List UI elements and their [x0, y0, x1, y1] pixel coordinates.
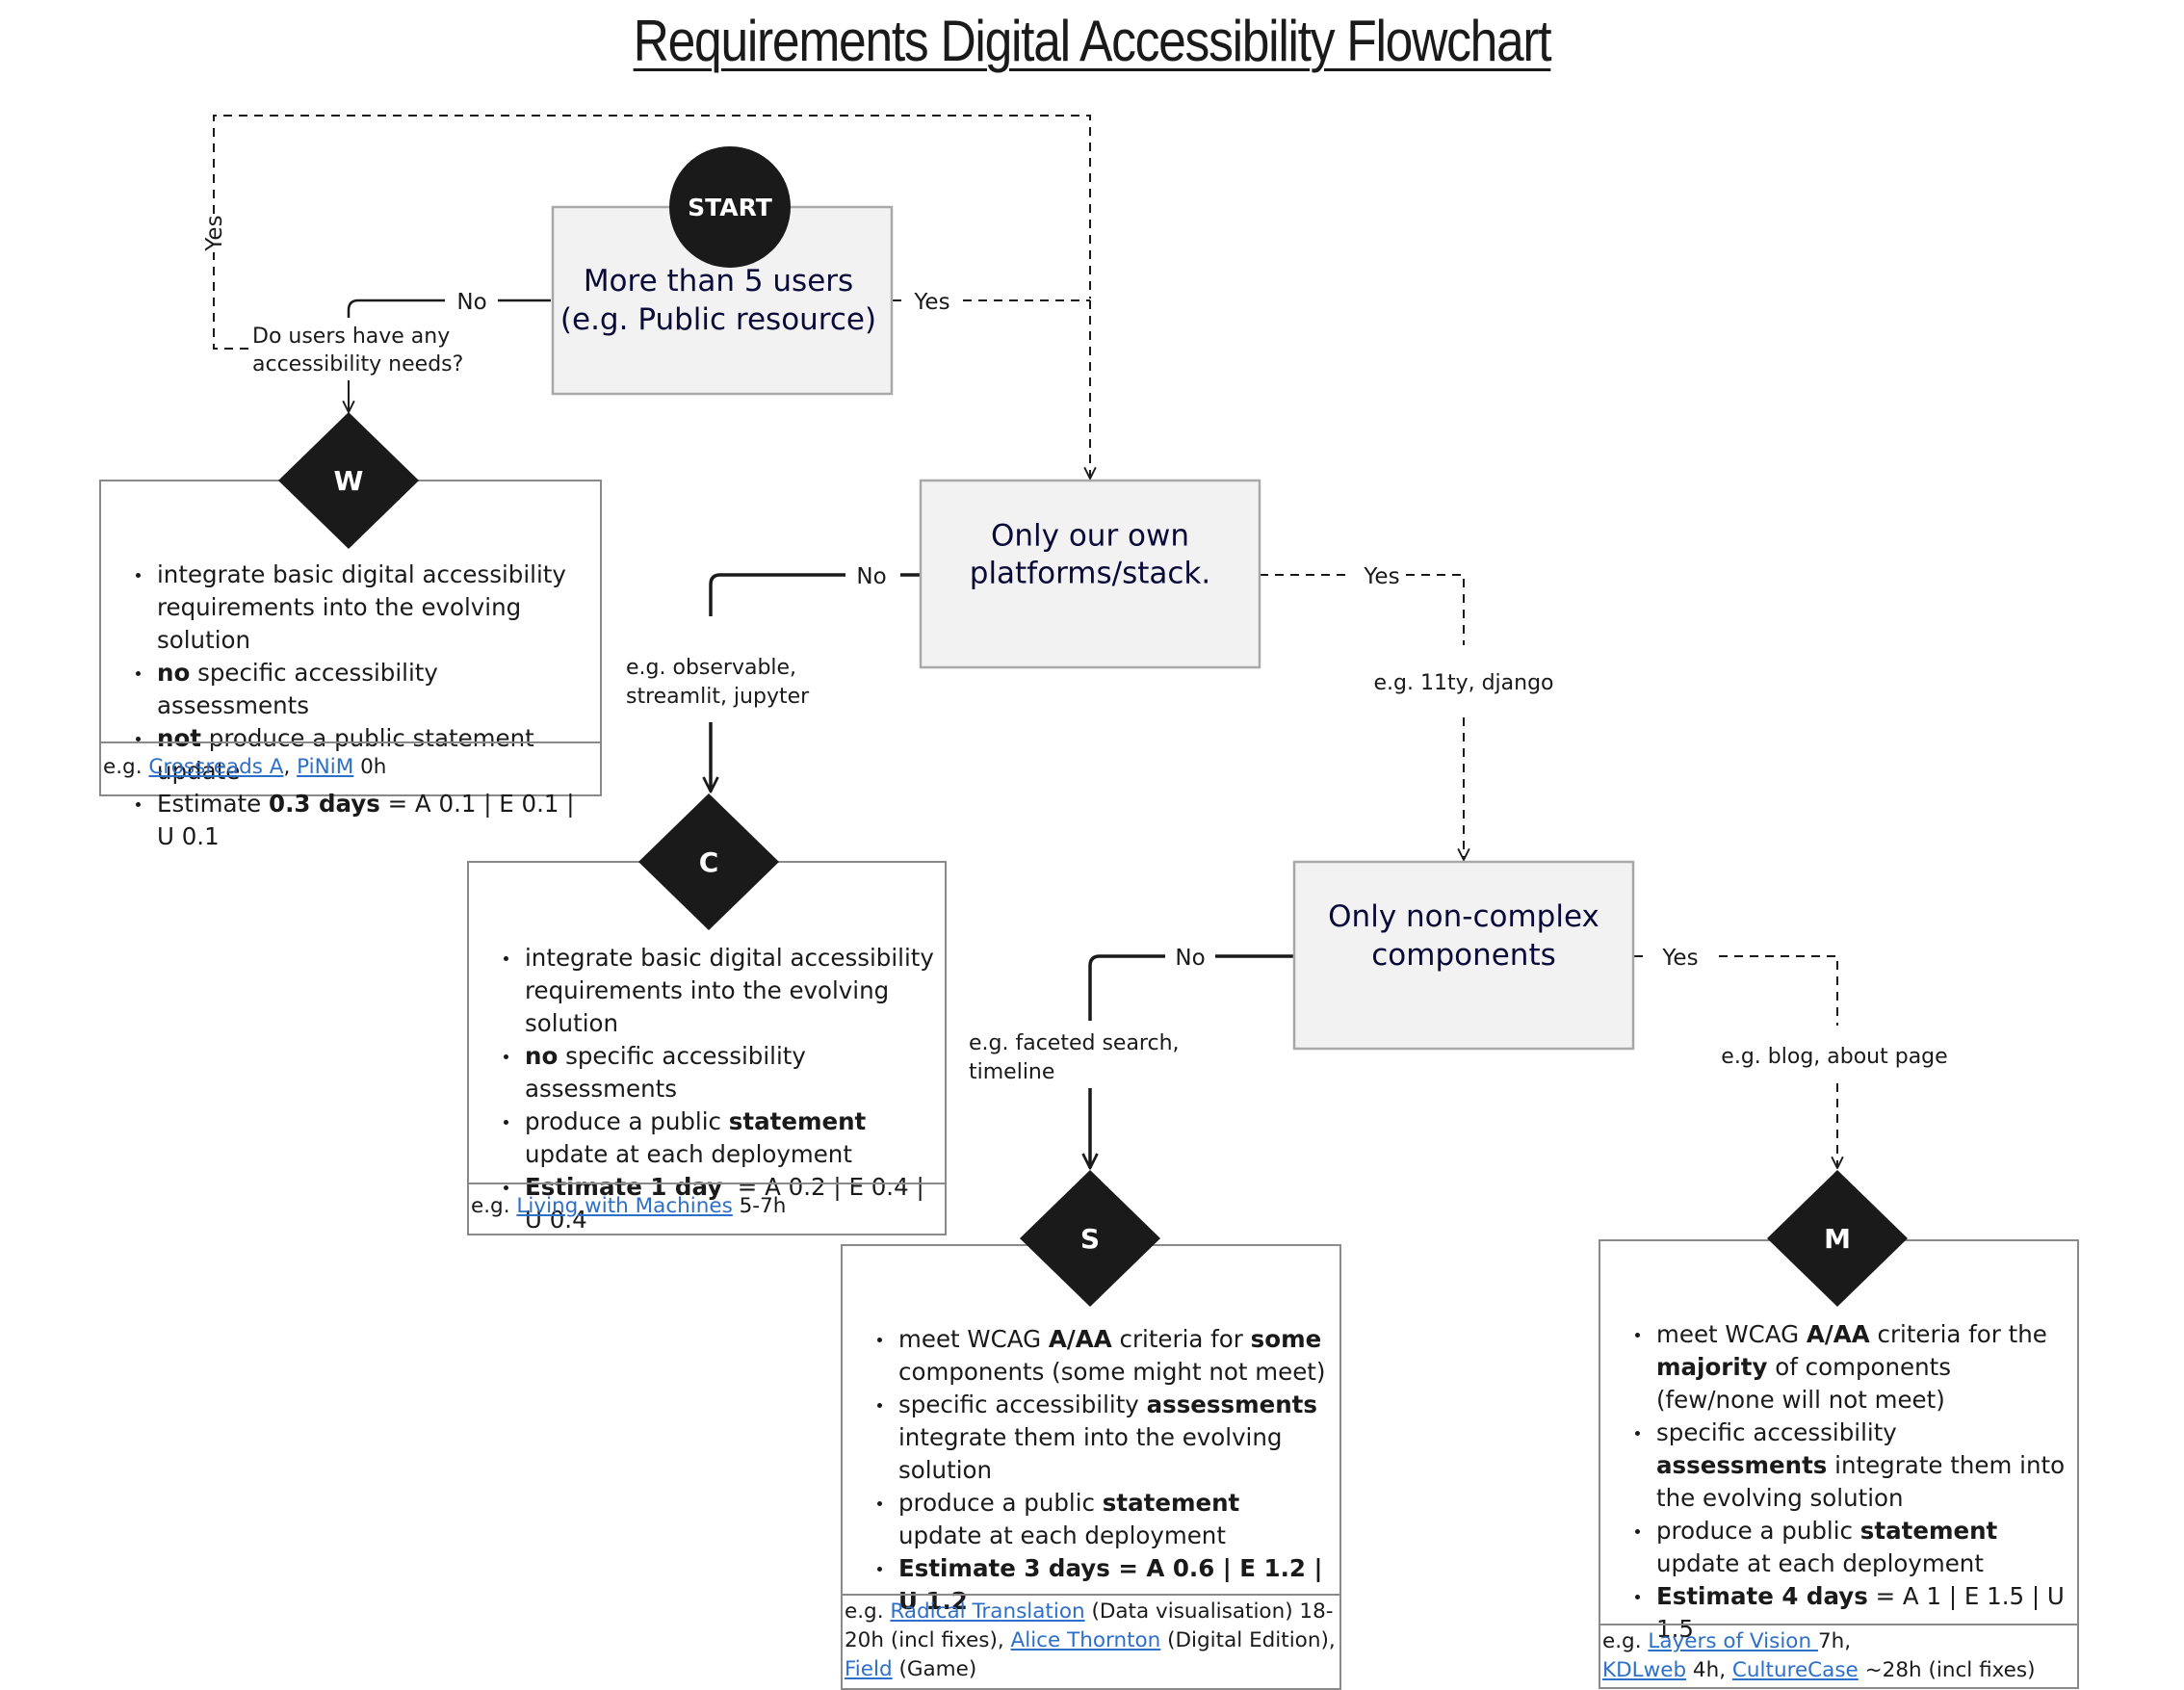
requirement-bullet: integrate basic digital accessibility re…: [486, 942, 935, 1040]
d3-no-example: e.g. faceted search,timeline: [969, 1031, 1180, 1084]
start-node: START: [669, 146, 791, 268]
outcome-c-bullets: integrate basic digital accessibility re…: [486, 942, 935, 1236]
edge-d3-no: [1090, 954, 1293, 1168]
requirement-bullet: Estimate 1 day = A 0.2 | E 0.4 | U 0.4: [486, 1171, 935, 1236]
requirement-bullet: meet WCAG A/AA criteria for the majority…: [1618, 1318, 2067, 1417]
page-title: Requirements Digital Accessibility Flowc…: [633, 9, 1552, 73]
edge-d1-no: [347, 299, 551, 318]
label-d3-no: No: [1175, 946, 1205, 971]
edge-d3-yes: [1634, 955, 1837, 1168]
decision-more-than-5-users: More than 5 users(e.g. Public resource): [551, 205, 894, 396]
outcome-card-m: meet WCAG A/AA criteria for the majority…: [1599, 1239, 2079, 1689]
decision-more-than-5-users-text: More than 5 users(e.g. Public resource): [560, 264, 876, 337]
outcome-card-s: meet WCAG A/AA criteria for some compone…: [841, 1244, 1341, 1690]
requirement-bullet: Estimate 0.3 days = A 0.1 | E 0.1 | U 0.…: [118, 788, 590, 853]
example-link[interactable]: CultureCase: [1731, 1658, 1859, 1682]
outcome-m-examples: e.g. Layers of Vision 7h,KDLweb 4h, Cult…: [1600, 1624, 2077, 1687]
example-link[interactable]: Radical Translation: [890, 1599, 1085, 1624]
requirement-bullet: produce a public statement update at eac…: [1618, 1515, 2067, 1580]
requirement-bullet: specific accessibility assessments integ…: [1618, 1417, 2067, 1515]
label-d1-no: No: [456, 290, 486, 315]
d2-yes-example: e.g. 11ty, django: [1373, 671, 1553, 695]
requirement-bullet: no specific accessibility assessments: [486, 1040, 935, 1105]
label-d1-yes: Yes: [913, 290, 949, 315]
requirement-bullet: produce a public statement update at eac…: [486, 1105, 935, 1171]
edge-d2-no: [711, 573, 920, 792]
label-d2-yes: Yes: [1363, 564, 1399, 589]
requirement-bullet: no specific accessibility assessments: [118, 657, 590, 722]
outcome-s-examples: e.g. Radical Translation (Data visualisa…: [843, 1594, 1339, 1688]
outcome-c-examples: e.g. Living with Machines 5-7h: [469, 1183, 945, 1234]
outcome-w-bullets: integrate basic digital accessibility re…: [118, 559, 590, 853]
outcome-m-bullets: meet WCAG A/AA criteria for the majority…: [1618, 1318, 2067, 1646]
example-link[interactable]: Layers of Vision: [1648, 1629, 1818, 1653]
start-label: START: [688, 194, 772, 221]
requirement-bullet: Estimate 4 days = A 1 | E 1.5 | U 1.5: [1618, 1580, 2067, 1646]
outcome-s-bullets: meet WCAG A/AA criteria for some compone…: [860, 1323, 1330, 1618]
requirement-bullet: not produce a public statement update: [118, 722, 590, 788]
example-link[interactable]: Field: [845, 1657, 893, 1681]
edge-d2-yes: [1260, 574, 1464, 860]
d2-no-example: e.g. observable,streamlit, jupyter: [626, 656, 810, 709]
example-link[interactable]: Living with Machines: [516, 1194, 733, 1218]
example-link[interactable]: Alice Thornton: [1010, 1628, 1161, 1652]
example-link[interactable]: Crossreads A: [148, 755, 284, 779]
requirement-bullet: integrate basic digital accessibility re…: [118, 559, 590, 657]
label-d3-yes: Yes: [1661, 946, 1698, 971]
edge-question-yes-loop: [213, 115, 1091, 350]
d3-yes-example: e.g. blog, about page: [1721, 1045, 1947, 1069]
requirement-bullet: produce a public statement update at eac…: [860, 1487, 1330, 1552]
example-link[interactable]: KDLweb: [1602, 1658, 1687, 1682]
requirement-bullet: Estimate 3 days = A 0.6 | E 1.2 | U 1.2: [860, 1552, 1330, 1618]
label-d2-no: No: [856, 564, 886, 589]
example-link[interactable]: PiNiM: [297, 755, 354, 779]
outcome-card-w: integrate basic digital accessibility re…: [99, 480, 602, 850]
requirement-bullet: meet WCAG A/AA criteria for some compone…: [860, 1323, 1330, 1389]
requirement-bullet: specific accessibility assessments integ…: [860, 1389, 1330, 1487]
label-question-yes: Yes: [202, 215, 227, 251]
outcome-card-c: integrate basic digital accessibility re…: [467, 861, 947, 1235]
outcome-w-examples: e.g. Crossreads A, PiNiM 0h: [101, 741, 600, 794]
